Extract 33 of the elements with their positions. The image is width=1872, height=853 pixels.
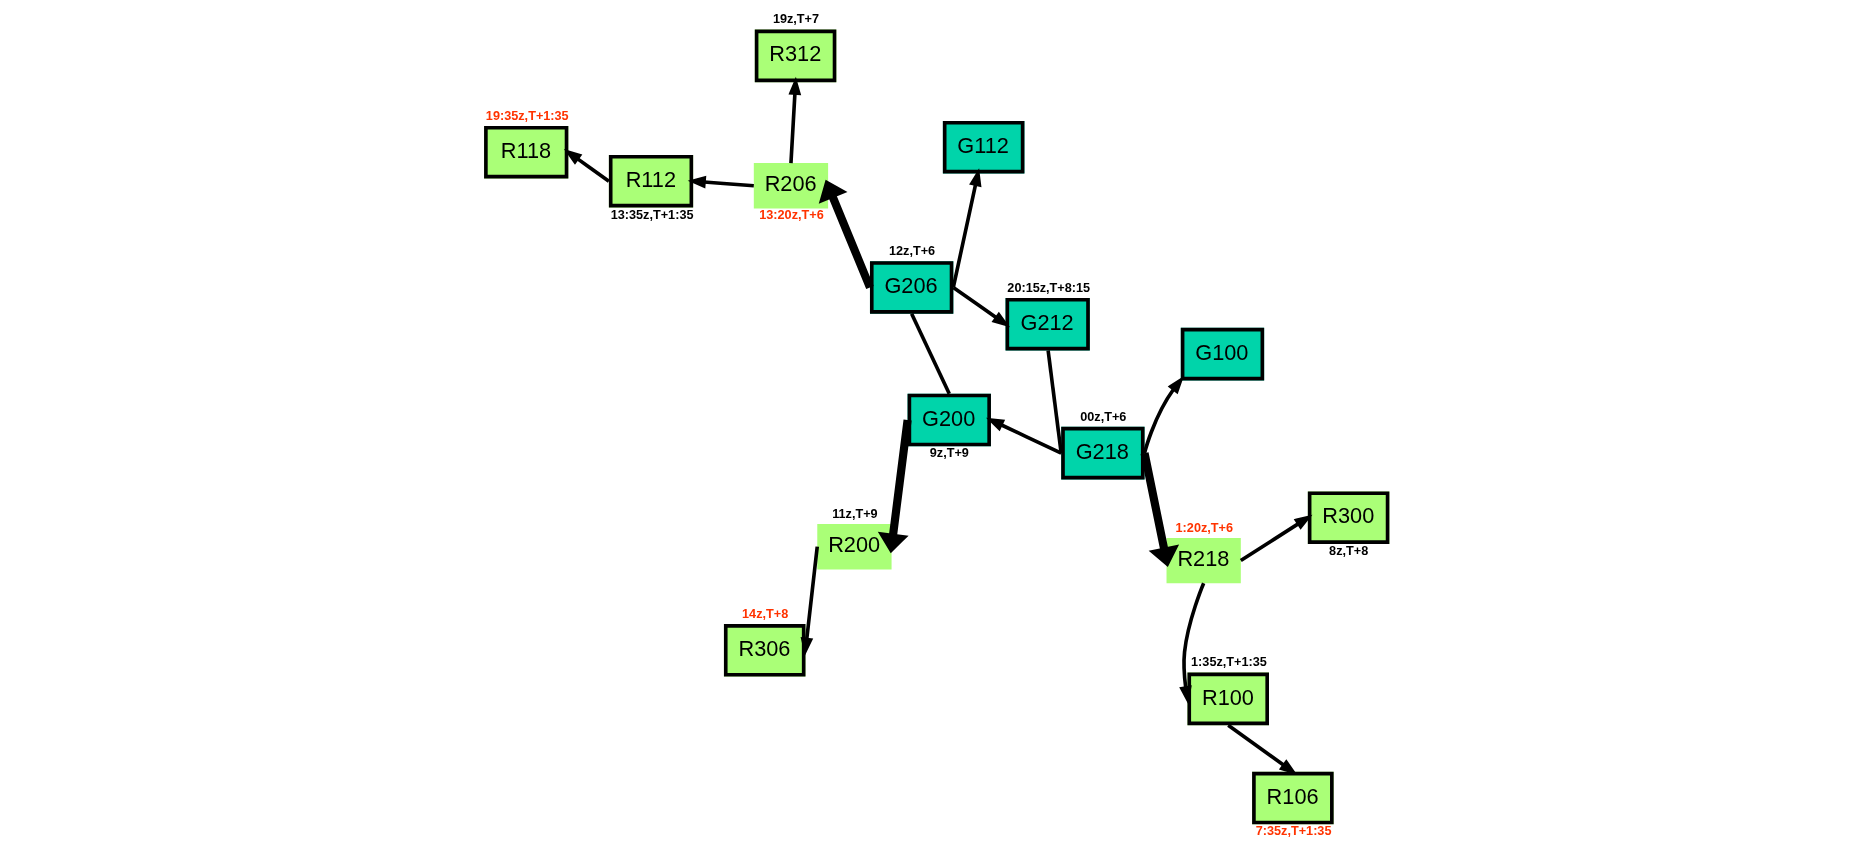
node-label: 8z,T+8 xyxy=(1328,544,1368,559)
node-label: 13:20z,T+6 xyxy=(758,208,824,223)
node-label: 19:35z,T+1:35 xyxy=(485,108,569,123)
arrow xyxy=(563,149,610,183)
connector xyxy=(1045,350,1063,454)
connector xyxy=(909,312,951,395)
node-label: 1:20z,T+6 xyxy=(1175,520,1233,535)
node-label: 19z,T+7 xyxy=(772,12,819,27)
node-box: R200 xyxy=(816,524,892,570)
arrow xyxy=(1142,376,1184,454)
node-box: R218 xyxy=(1166,537,1241,584)
node-label: 14z,T+8 xyxy=(741,606,788,621)
node-label: 9z,T+9 xyxy=(929,446,969,461)
arrow xyxy=(1226,723,1297,775)
arrow xyxy=(788,76,801,164)
arrow xyxy=(985,417,1062,455)
arrow xyxy=(1239,514,1312,563)
node-label: 20:15z,T+8:15 xyxy=(1006,280,1090,295)
node-label: 1:35z,T+1:35 xyxy=(1190,655,1267,670)
arrow xyxy=(951,168,981,288)
arrow xyxy=(877,419,912,554)
node-box: R206 xyxy=(753,163,828,209)
node-label: 00z,T+6 xyxy=(1079,409,1126,424)
arrow xyxy=(1178,582,1205,705)
node-label: 13:35z,T+1:35 xyxy=(610,207,693,222)
arrow xyxy=(687,175,754,189)
node-label: 7:35z,T+1:35 xyxy=(1255,824,1331,839)
arrow xyxy=(1140,452,1179,567)
arrow xyxy=(818,179,874,289)
node-label: 12z,T+6 xyxy=(888,244,935,259)
node-label: 11z,T+9 xyxy=(831,506,878,521)
arrow xyxy=(800,546,819,656)
arrow xyxy=(951,285,1010,328)
